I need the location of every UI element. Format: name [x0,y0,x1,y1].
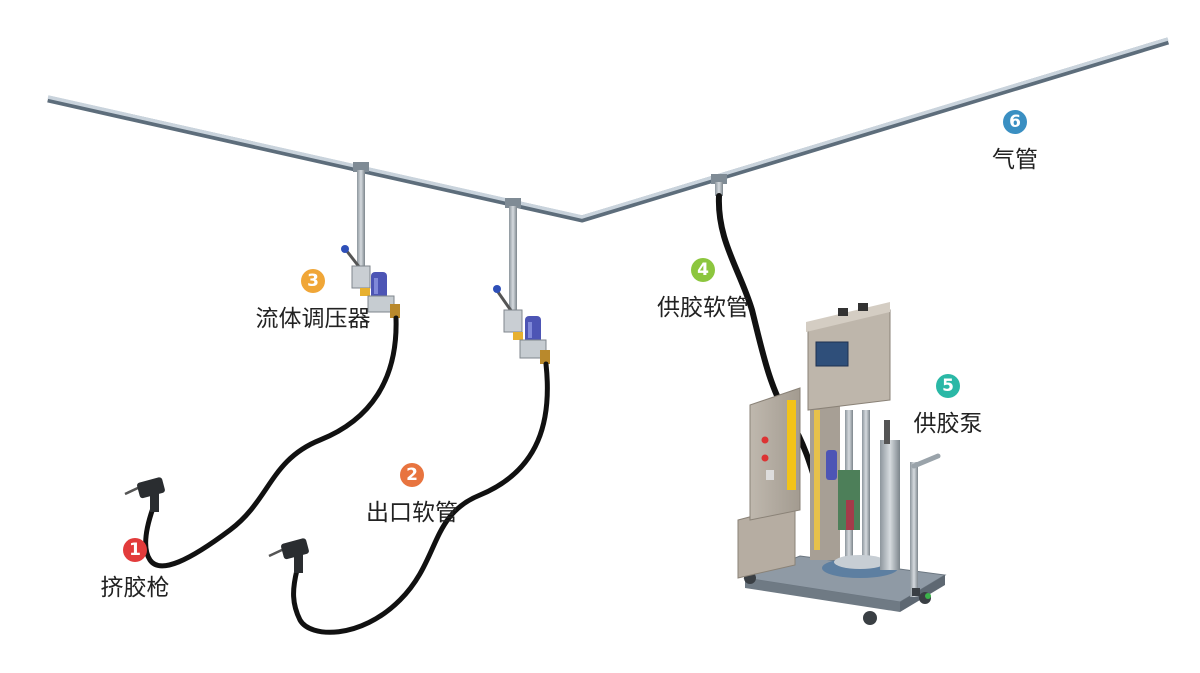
dispense-gun-1 [124,477,165,512]
callout-number-6: 6 [1003,110,1027,134]
air-pipe [47,37,1170,223]
outlet-hoses [143,315,550,635]
callout-label-fluid-regulator: 流体调压器 [255,306,371,332]
dispense-gun-2 [268,538,309,573]
callout-number-5: 5 [936,374,960,398]
callout-fluid-regulator: 3 流体调压器 [240,269,386,333]
callout-label-dispense-gun: 挤胶枪 [100,575,170,601]
regulator-assembly-1 [341,162,400,318]
callout-label-air-pipe: 气管 [992,147,1038,173]
supply-hose-fitting [711,174,727,196]
supply-hose [715,193,821,493]
callout-supply-hose: 4 供胶软管 [645,258,761,322]
callout-dispense-gun: 1 挤胶枪 [90,538,180,602]
callout-number-4: 4 [691,258,715,282]
callout-label-supply-pump: 供胶泵 [913,411,983,437]
callout-label-supply-hose: 供胶软管 [657,295,749,321]
callout-number-2: 2 [400,463,424,487]
callout-air-pipe: 6 气管 [980,110,1050,174]
callout-supply-pump: 5 供胶泵 [903,374,993,438]
supply-pump [737,302,947,625]
regulator-assembly-2 [493,198,550,364]
callout-label-outlet-hose: 出口软管 [366,500,458,526]
callout-number-3: 3 [301,269,325,293]
callout-outlet-hose: 2 出口软管 [356,463,468,527]
callout-number-1: 1 [123,538,147,562]
